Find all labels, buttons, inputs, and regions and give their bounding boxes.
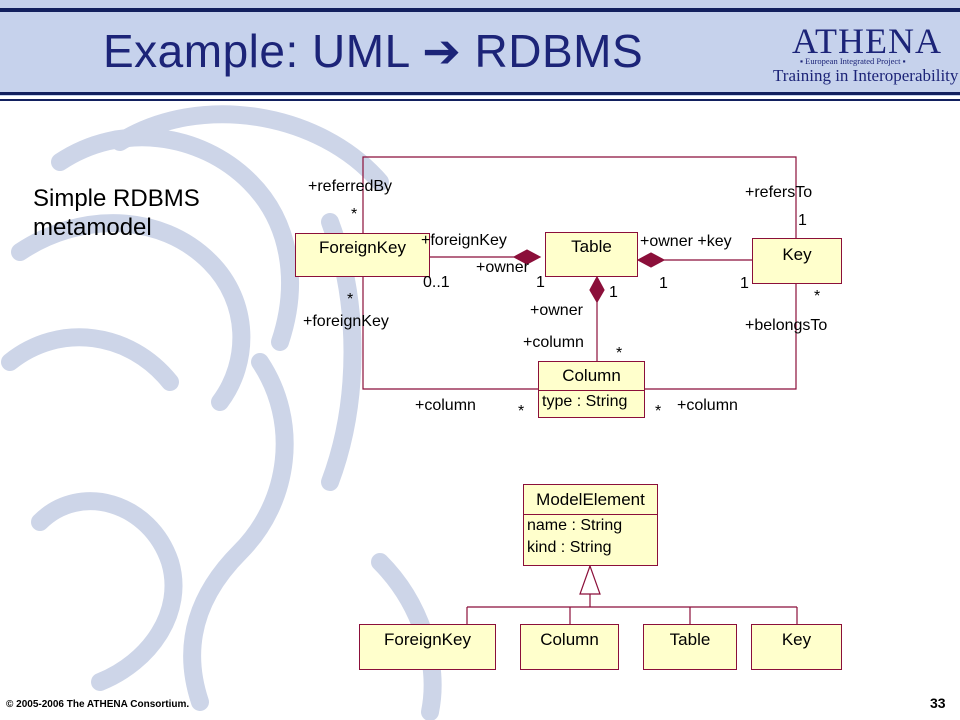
class-modelelement-attr-kind: kind : String [527, 539, 612, 556]
label-column-right: +column [677, 397, 738, 414]
label-one-table-below: 1 [609, 284, 618, 301]
header-rule-top [0, 8, 960, 12]
logo-tagline: Training in Interoperability [773, 66, 959, 85]
class-foreignkey[interactable]: ForeignKey [295, 233, 430, 277]
header-rule-bottom [0, 92, 960, 95]
background-head-art [1, 105, 442, 720]
table-key-diamond [636, 252, 666, 268]
subclass-key[interactable]: Key [751, 624, 842, 670]
subclass-foreignkey-name: ForeignKey [384, 630, 471, 649]
label-fk-star-top: * [351, 206, 358, 223]
label-fk-star-bottom: * [347, 291, 354, 308]
fk-table-diamond [512, 249, 542, 265]
class-column-separator [539, 390, 644, 391]
label-referredby: +referredBy [308, 178, 393, 195]
label-one-key-mid: 1 [659, 275, 668, 292]
class-modelelement-attr-name: name : String [527, 517, 623, 534]
class-column-name: Column [562, 366, 621, 385]
subclass-table-name: Table [669, 630, 711, 649]
subtitle-line-1: Simple RDBMS [33, 185, 200, 212]
key-column-line [645, 284, 797, 390]
subclass-table[interactable]: Table [643, 624, 737, 670]
label-one-key-left: 1 [740, 275, 749, 292]
subclass-column[interactable]: Column [520, 624, 619, 670]
label-column-left-star: * [518, 403, 525, 420]
referred-by-line [362, 156, 797, 238]
subtitle: Simple RDBMS metamodel [33, 184, 253, 242]
slide-title: Example: UML ➔ RDBMS [103, 25, 644, 77]
table-column-diamond [589, 275, 605, 304]
class-table[interactable]: Table [545, 232, 638, 277]
logo-subtitle: ▪ European Integrated Project ▪ [800, 56, 906, 66]
label-owner-fk: +owner [476, 259, 529, 276]
label-column-role: +column [523, 334, 584, 351]
class-modelelement-name: ModelElement [536, 490, 645, 509]
class-foreignkey-name: ForeignKey [319, 238, 406, 257]
header-rule-bottom-thin [0, 99, 960, 101]
page-number: 33 [930, 695, 946, 711]
athena-logo: ATHENA ▪ European Integrated Project ▪ T… [770, 16, 958, 88]
subclass-foreignkey[interactable]: ForeignKey [359, 624, 496, 670]
label-foreignkey-role: +foreignKey [421, 232, 507, 249]
generalization-arrowhead [579, 564, 601, 595]
subclass-column-name: Column [540, 630, 599, 649]
header-band [0, 0, 960, 96]
label-one-table-left: 1 [536, 274, 545, 291]
class-key[interactable]: Key [752, 238, 842, 284]
label-column-left: +column [415, 397, 476, 414]
label-refersto: +refersTo [745, 184, 813, 201]
label-key-star-bottom: * [814, 288, 821, 305]
label-owner-key: +owner +key [640, 233, 732, 250]
subclass-key-name: Key [781, 630, 812, 649]
label-zero-one: 0..1 [423, 274, 450, 291]
copyright: © 2005-2006 The ATHENA Consortium. [6, 699, 190, 710]
label-column-star-top: * [616, 345, 623, 362]
label-column-right-star: * [655, 403, 662, 420]
class-key-name: Key [782, 245, 812, 264]
label-foreignkey-bottom: +foreignKey [303, 313, 389, 330]
class-column-attr: type : String [542, 393, 628, 410]
class-column[interactable]: Column type : String [538, 361, 645, 418]
label-owner-column: +owner [530, 302, 583, 319]
subtitle-line-2: metamodel [33, 214, 152, 241]
class-modelelement[interactable]: ModelElement name : String kind : String [523, 484, 658, 566]
label-belongsto: +belongsTo [745, 317, 828, 334]
logo-name: ATHENA [792, 21, 942, 61]
fk-column-line [362, 277, 538, 390]
class-table-name: Table [571, 237, 612, 256]
class-modelelement-separator [524, 514, 657, 515]
label-key-one-top: 1 [798, 212, 807, 229]
